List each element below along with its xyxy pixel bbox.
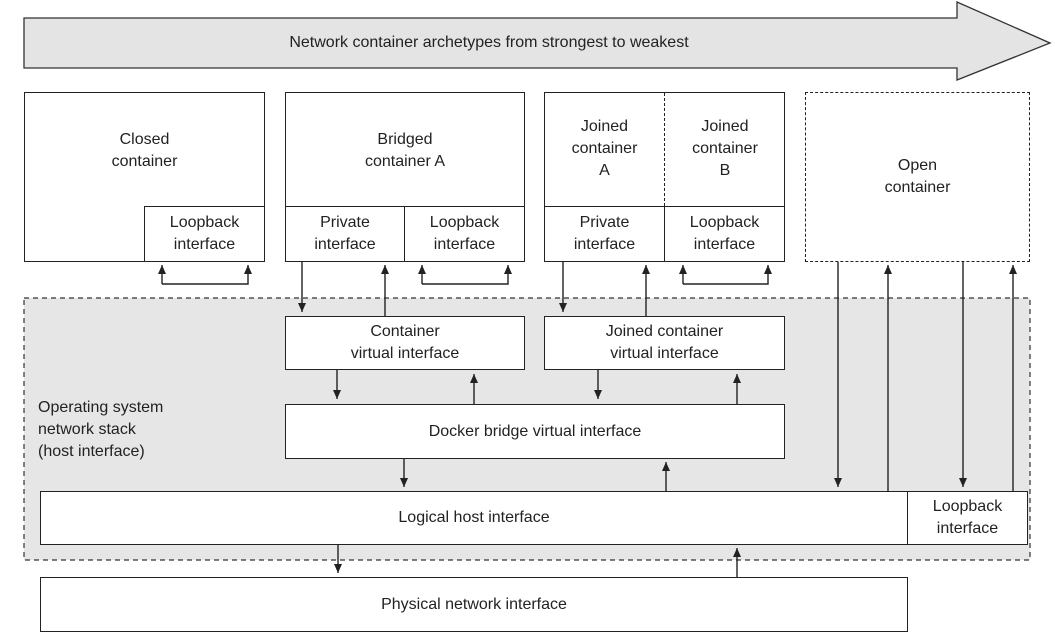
host-loopback-interface: Loopback interface	[907, 491, 1028, 545]
bridged-container-title: Bridged container A	[364, 131, 446, 170]
banner-arrow	[23, 1, 1052, 81]
joined-container-virtual-interface: Joined container virtual interface	[544, 316, 785, 370]
physical-network-interface: Physical network interface	[40, 577, 908, 632]
container-virtual-interface: Container virtual interface	[285, 316, 525, 370]
host-stack-label: Operating system network stack (host int…	[38, 399, 164, 460]
joined-loopback-interface: Loopback interface	[664, 206, 785, 262]
joined-private-interface: Private interface	[544, 206, 665, 262]
banner-label: Network container archetypes from strong…	[289, 34, 689, 51]
joined-container-b: Joined container B	[692, 118, 758, 179]
logical-host-interface: Logical host interface	[40, 491, 908, 545]
bridged-private-interface: Private interface	[285, 206, 405, 262]
loopback-loops	[158, 265, 772, 285]
bridged-loopback-interface: Loopback interface	[404, 206, 525, 262]
closed-loopback-interface: Loopback interface	[144, 206, 265, 262]
connection-arrows	[298, 262, 1017, 577]
open-container: Open container	[805, 92, 1030, 262]
docker-bridge-virtual-interface: Docker bridge virtual interface	[285, 404, 785, 459]
closed-container-title: Closed container	[111, 131, 178, 170]
joined-divider	[664, 93, 665, 206]
joined-container-a: Joined container A	[571, 118, 638, 179]
